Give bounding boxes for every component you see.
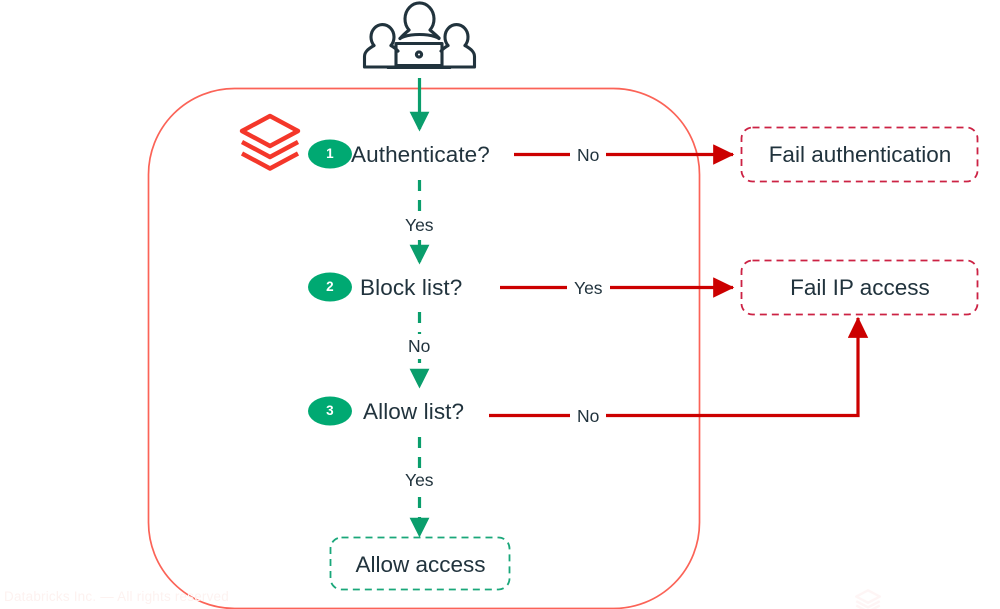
terminal-label-allow-access: Allow access xyxy=(355,552,486,577)
step-label-allow-list[interactable]: Allow list? xyxy=(363,399,465,424)
flow-label-allowlist-yes: Yes xyxy=(400,468,439,493)
terminal-label-fail-ip-access: Fail IP access xyxy=(790,275,930,300)
step-label-authenticate[interactable]: Authenticate? xyxy=(351,142,490,167)
watermark-label: Databricks Inc. — All rights reserved xyxy=(4,589,229,604)
step-badge-1 xyxy=(308,139,352,169)
step-badge-3 xyxy=(308,396,352,426)
layers-stack-icon xyxy=(239,113,301,171)
step-badge-2 xyxy=(308,272,352,302)
users-laptop-icon xyxy=(362,1,477,70)
terminal-label-fail-authentication: Fail authentication xyxy=(768,142,952,167)
step-badge-1-number: 1 xyxy=(326,146,334,161)
terminal-box-fail-ip-access[interactable] xyxy=(740,259,979,316)
terminal-box-allow-access[interactable] xyxy=(329,536,511,591)
terminal-box-fail-authentication[interactable] xyxy=(740,126,979,183)
branch-label-allowlist-no: No xyxy=(570,406,607,427)
flow-label-blocklist-no: No xyxy=(403,334,436,359)
branch-label-blocklist-yes: Yes xyxy=(567,278,610,299)
step-badge-2-number: 2 xyxy=(326,279,334,294)
watermark-logo-icon xyxy=(855,589,882,609)
flow-label-authenticate-yes: Yes xyxy=(400,213,439,238)
branch-label-authenticate-no: No xyxy=(570,145,607,166)
branch-arrow-allowlist-no xyxy=(489,316,869,418)
step-label-block-list[interactable]: Block list? xyxy=(360,275,463,300)
step-badge-3-number: 3 xyxy=(326,403,334,418)
